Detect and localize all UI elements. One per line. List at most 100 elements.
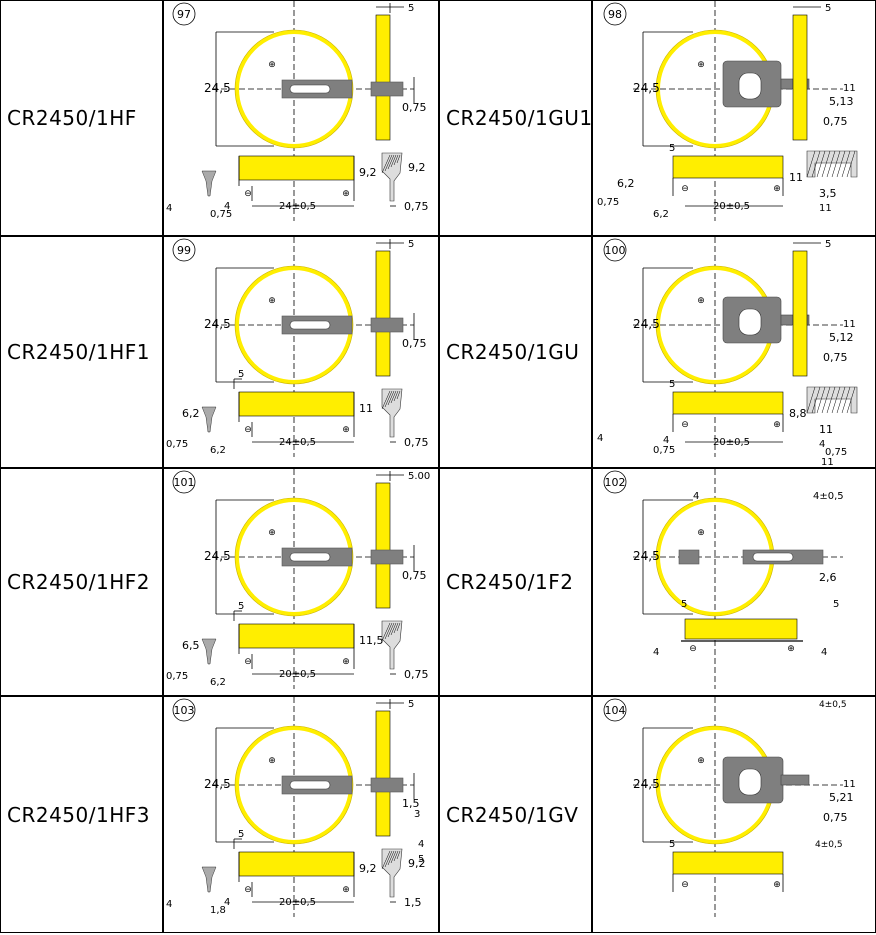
lead-label: 6,2 bbox=[653, 209, 669, 220]
housing-profile bbox=[806, 150, 858, 178]
height-label: 11 bbox=[359, 402, 373, 415]
dimension-line bbox=[384, 622, 393, 640]
diameter-label: 24,5 bbox=[204, 549, 231, 563]
side-view-cell bbox=[375, 482, 391, 609]
tip-label: 0,75 bbox=[404, 200, 429, 213]
side-view-cell bbox=[375, 250, 391, 377]
front-view-cell bbox=[672, 391, 784, 415]
height-label: 9,2 bbox=[359, 862, 377, 875]
plus-icon: ⊕ bbox=[697, 296, 705, 306]
lead-label: 1,8 bbox=[210, 905, 226, 916]
dimension-line bbox=[387, 390, 395, 406]
minus-icon: ⊖ bbox=[681, 880, 689, 890]
pin-profile bbox=[201, 170, 217, 197]
side-view-tab bbox=[370, 317, 404, 333]
dimension-line bbox=[387, 622, 395, 638]
height-label: 11,5 bbox=[359, 634, 384, 647]
tip-label: 0,75 bbox=[404, 436, 429, 449]
front-view-cell bbox=[238, 155, 355, 181]
housing-label: 11 bbox=[819, 203, 832, 214]
battery-outline bbox=[234, 725, 354, 845]
side-view-tab bbox=[370, 777, 404, 793]
model-label: CR2450/1F2 bbox=[446, 570, 574, 594]
thickness-label: 0,75 bbox=[402, 101, 427, 114]
height-label: 5 bbox=[238, 369, 244, 380]
housing-label: 11 bbox=[819, 423, 833, 436]
dimension-line bbox=[390, 390, 397, 404]
offset-label: 2,6 bbox=[819, 571, 837, 584]
width-label: 4±0,5 bbox=[815, 840, 843, 850]
dimension-line bbox=[381, 390, 391, 410]
dimension-line bbox=[811, 150, 821, 178]
figure-index: 98 bbox=[608, 8, 622, 21]
dimension-line bbox=[846, 150, 856, 178]
width-label: 5 bbox=[408, 699, 414, 710]
tip-label: 1,5 bbox=[404, 896, 422, 909]
front-view-cell bbox=[238, 851, 355, 877]
model-cell: CR2450/1GU bbox=[439, 236, 592, 468]
model-label: CR2450/1HF bbox=[7, 106, 137, 130]
dimension-line bbox=[384, 850, 393, 868]
height-label: 5 bbox=[669, 379, 675, 390]
plus-icon: ⊕ bbox=[268, 60, 276, 70]
minus-icon: ⊖ bbox=[681, 420, 689, 430]
lead-label: 4 bbox=[166, 203, 172, 214]
side-view-tab bbox=[370, 81, 404, 97]
width-label: 5 bbox=[408, 239, 414, 250]
diameter-label: 24,5 bbox=[633, 317, 660, 331]
battery-outline bbox=[234, 265, 354, 385]
index-badge bbox=[172, 470, 196, 494]
side-view-cell bbox=[792, 250, 808, 377]
pitch-label: 20±0,5 bbox=[713, 201, 750, 212]
width-label: 4±0,5 bbox=[819, 700, 847, 710]
plus-icon: ⊕ bbox=[268, 756, 276, 766]
battery-drawing: 101⊕24,55.000,75⊖⊕20±0,5511,56,50,756,20… bbox=[166, 469, 430, 689]
height-label: 11 bbox=[789, 171, 803, 184]
dimension-line bbox=[396, 622, 401, 632]
dimension-line bbox=[846, 386, 856, 414]
pin-width-label: 6,2 bbox=[182, 407, 200, 420]
model-cell: CR2450/1GV bbox=[439, 696, 592, 933]
model-label: CR2450/1HF3 bbox=[7, 802, 150, 827]
tab-slot bbox=[289, 84, 331, 94]
plus-icon: ⊕ bbox=[342, 189, 350, 199]
tab-slot bbox=[752, 552, 794, 562]
height-label: 5 bbox=[238, 601, 244, 612]
lead-label: 6,2 bbox=[210, 677, 226, 688]
lead-label: 0,75 bbox=[597, 197, 619, 208]
dimension-line bbox=[393, 850, 399, 862]
figure-index: 99 bbox=[177, 244, 191, 257]
terminal-label: 5 bbox=[418, 854, 424, 865]
minus-icon: ⊖ bbox=[689, 644, 697, 654]
figure-index: 103 bbox=[174, 704, 195, 717]
width-label: 5 bbox=[825, 3, 831, 14]
lead-label: 4 bbox=[224, 201, 230, 212]
width-label: 5.00 bbox=[408, 471, 430, 482]
thickness-label: 0,75 bbox=[402, 337, 427, 350]
plus-icon: ⊕ bbox=[268, 528, 276, 538]
model-label: CR2450/1HF1 bbox=[7, 340, 150, 364]
battery-outline bbox=[234, 497, 354, 617]
dimension-line bbox=[841, 150, 851, 178]
plus-icon: ⊕ bbox=[697, 528, 705, 538]
plus-icon: ⊕ bbox=[697, 60, 705, 70]
terminal-profile bbox=[381, 620, 403, 670]
housing-label: 4 bbox=[819, 439, 825, 450]
lead-label: 4 bbox=[821, 647, 827, 658]
index-badge bbox=[603, 470, 627, 494]
minus-icon: ⊖ bbox=[681, 184, 689, 194]
lead-label: 4 bbox=[224, 897, 230, 908]
plus-icon: ⊕ bbox=[268, 296, 276, 306]
minus-icon: ⊖ bbox=[244, 189, 252, 199]
terminal-profile bbox=[381, 152, 403, 202]
figure-index: 102 bbox=[605, 476, 626, 489]
terminal-profile bbox=[381, 388, 403, 438]
model-label: CR2450/1GV bbox=[446, 802, 579, 827]
